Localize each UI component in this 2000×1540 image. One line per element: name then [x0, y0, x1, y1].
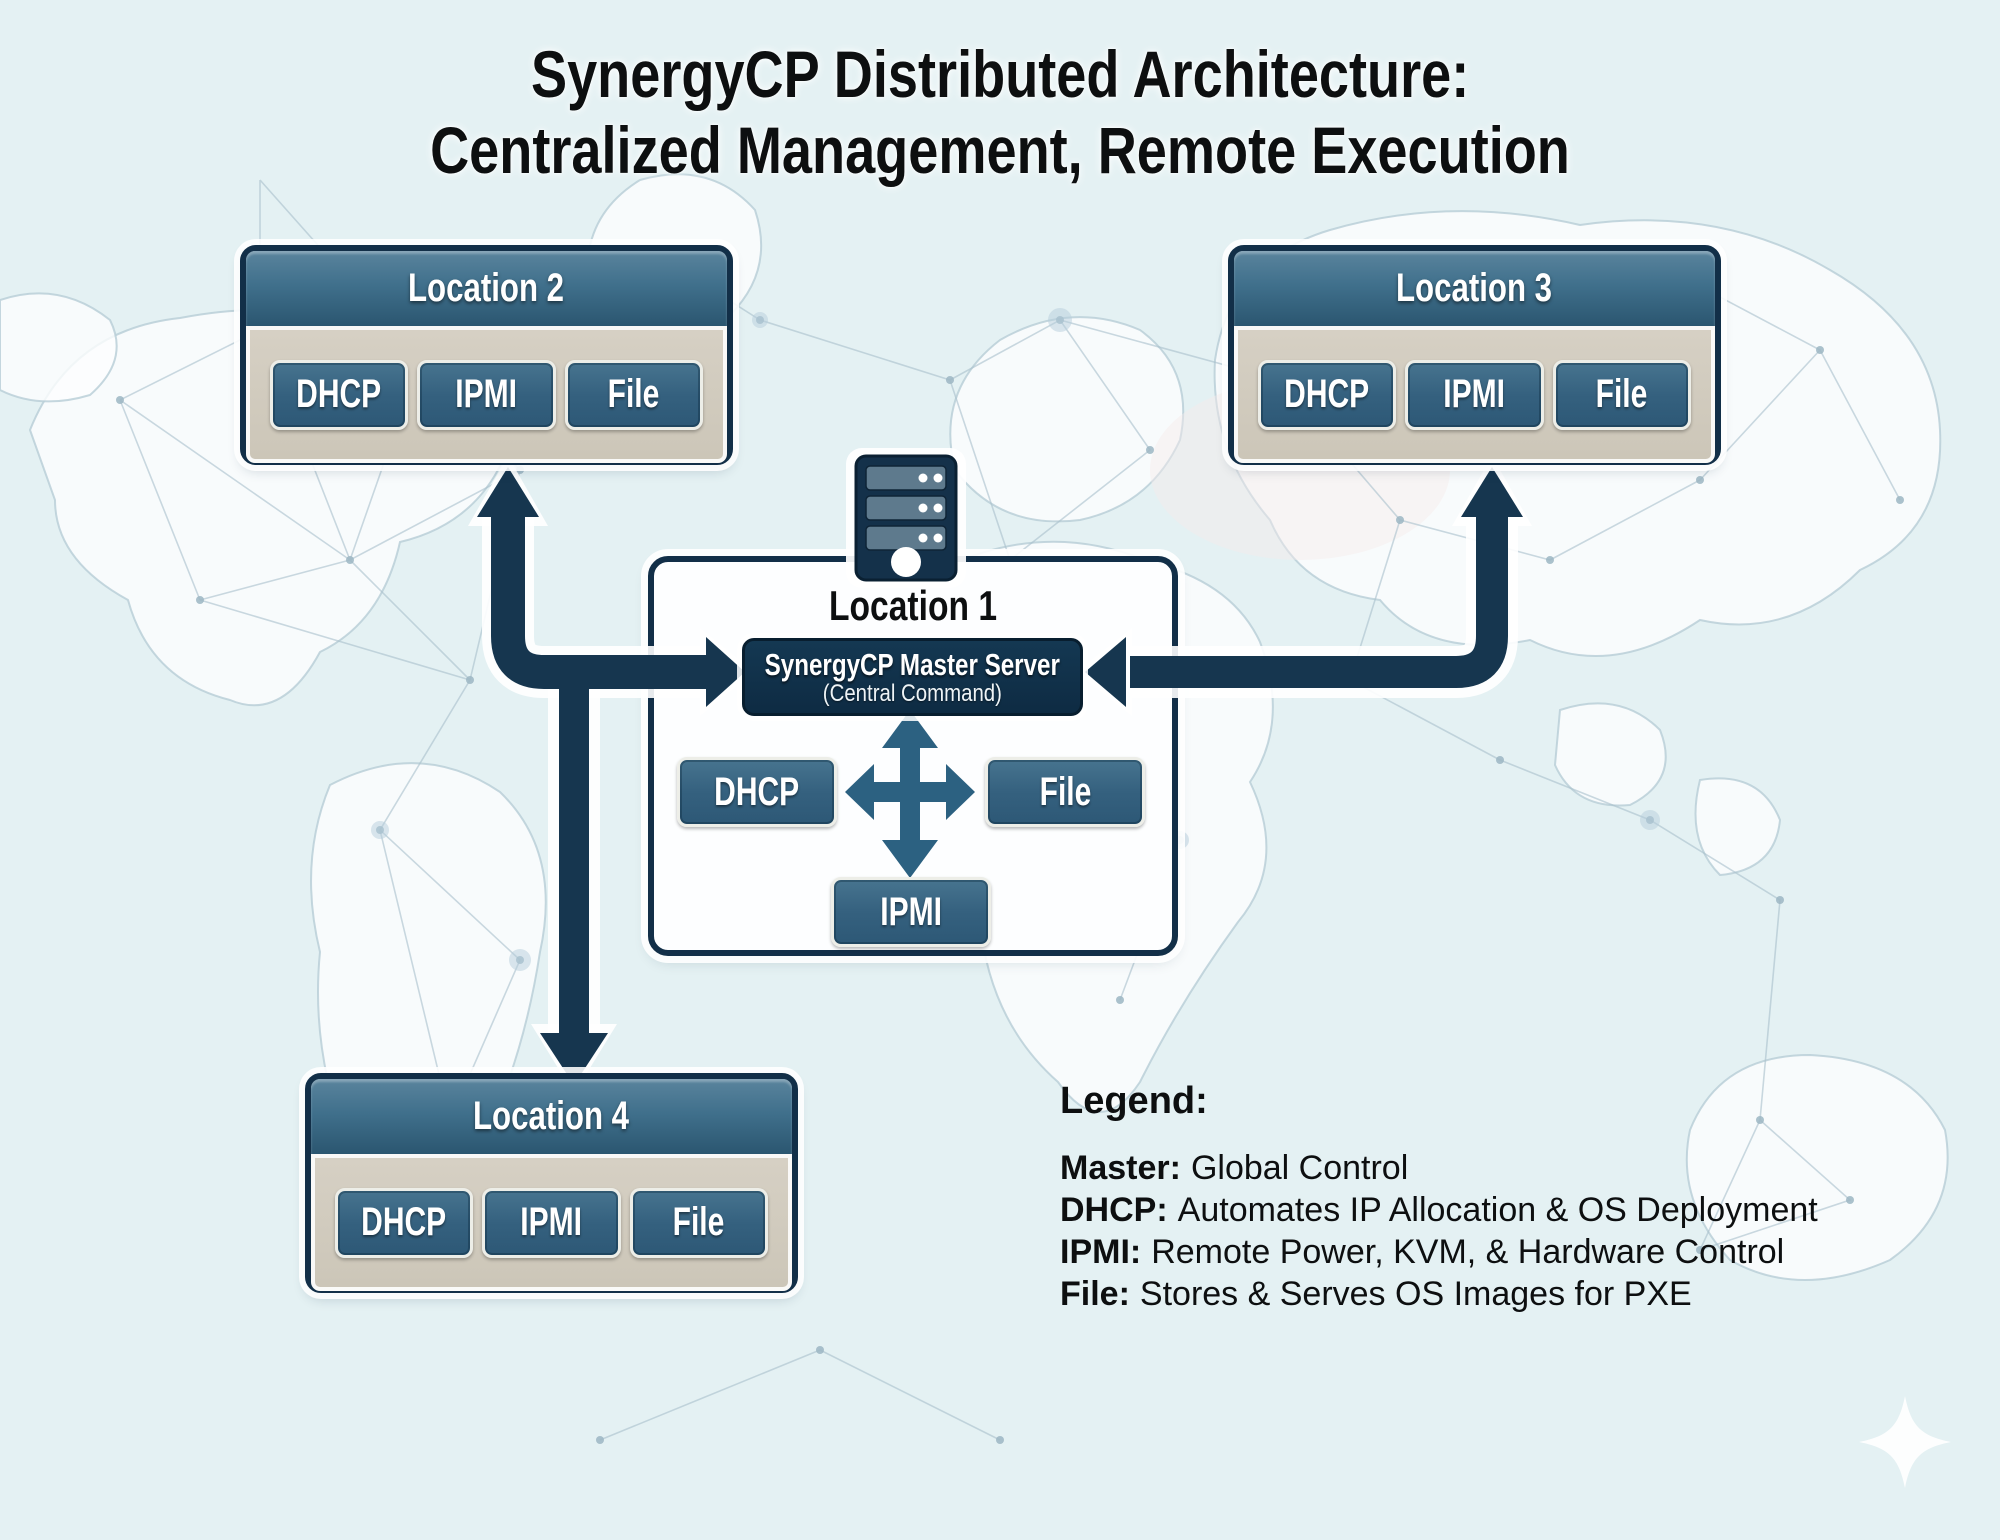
- location4-header: Location 4: [311, 1079, 792, 1154]
- arrow-heads: [477, 467, 1523, 1085]
- map-alaska: [0, 292, 118, 403]
- location2-card: Location 2 DHCP IPMI File: [240, 245, 733, 465]
- sparkle-icon: [1859, 1396, 1951, 1488]
- service-chip-file: File: [564, 359, 703, 430]
- master-server-box: SynergyCP Master Server (Central Command…: [742, 638, 1083, 716]
- center-chip-file: File: [985, 757, 1145, 827]
- location3-title: Location 3: [1396, 266, 1553, 310]
- legend-item-file: File:Stores & Serves OS Images for PXE: [1060, 1275, 1692, 1313]
- cross-arrows-icon: [845, 710, 975, 878]
- title-line2: Centralized Management, Remote Execution: [430, 113, 1570, 187]
- title-line1: SynergyCP Distributed Architecture:: [530, 37, 1470, 111]
- page-title: SynergyCP Distributed Architecture: Cent…: [0, 36, 2000, 188]
- legend: Legend: Master:Global Control DHCP:Autom…: [1060, 1080, 1818, 1315]
- location4-body: DHCP IPMI File: [311, 1154, 792, 1291]
- legend-item-dhcp: DHCP:Automates IP Allocation & OS Deploy…: [1060, 1191, 1818, 1229]
- master-server-title: SynergyCP Master Server: [764, 646, 1061, 682]
- server-icon: [846, 448, 966, 588]
- location2-header: Location 2: [246, 251, 727, 326]
- legend-heading: Legend:: [1060, 1080, 1208, 1122]
- location3-header: Location 3: [1234, 251, 1715, 326]
- location1-title: Location 1: [828, 582, 998, 629]
- service-chip-file: File: [1552, 359, 1691, 430]
- map-se-asia: [1553, 702, 1782, 877]
- service-chip-dhcp: DHCP: [335, 1187, 474, 1258]
- service-chip-ipmi: IPMI: [482, 1187, 621, 1258]
- service-chip-ipmi: IPMI: [417, 359, 556, 430]
- service-chip-file: File: [629, 1187, 768, 1258]
- service-chip-dhcp: DHCP: [270, 359, 409, 430]
- legend-item-ipmi: IPMI:Remote Power, KVM, & Hardware Contr…: [1060, 1233, 1785, 1271]
- center-chip-ipmi: IPMI: [831, 877, 991, 947]
- location3-card: Location 3 DHCP IPMI File: [1228, 245, 1721, 465]
- location3-body: DHCP IPMI File: [1234, 326, 1715, 463]
- service-chip-dhcp: DHCP: [1258, 359, 1397, 430]
- arrow-loc3-master: [1130, 505, 1508, 688]
- location4-card: Location 4 DHCP IPMI File: [305, 1073, 798, 1293]
- location2-title: Location 2: [408, 266, 565, 310]
- location2-body: DHCP IPMI File: [246, 326, 727, 463]
- legend-item-master: Master:Global Control: [1060, 1149, 1409, 1187]
- service-chip-ipmi: IPMI: [1405, 359, 1544, 430]
- location4-title: Location 4: [473, 1094, 630, 1138]
- center-chip-dhcp: DHCP: [677, 757, 837, 827]
- map-australia: [1685, 1053, 1949, 1281]
- master-server-subtitle: (Central Command): [822, 679, 1003, 707]
- arrow-loc2-master: [491, 505, 710, 689]
